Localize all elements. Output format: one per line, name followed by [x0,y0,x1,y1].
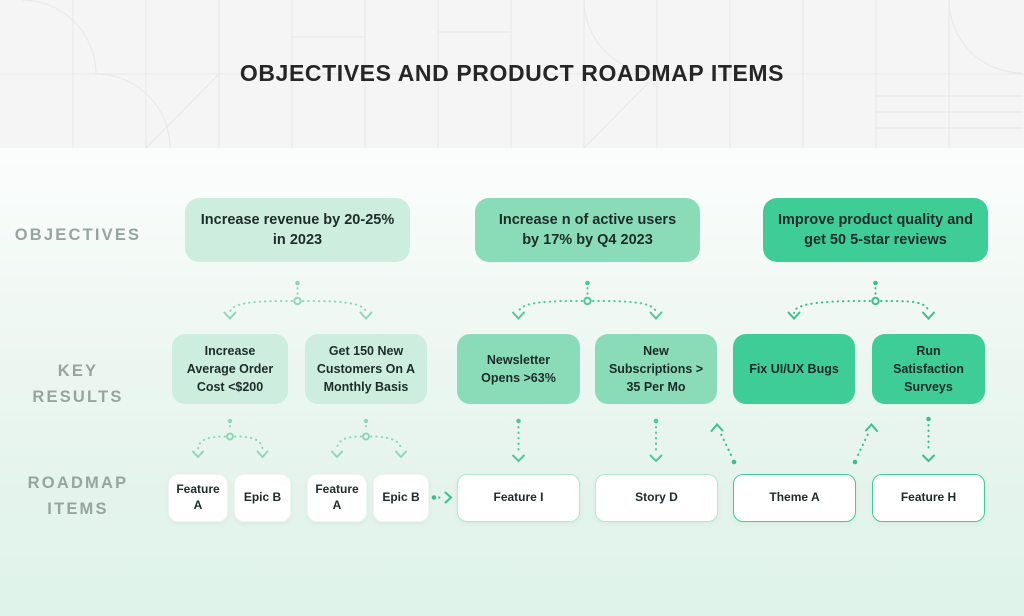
row-label-roadmap-items: ROADMAP ITEMS [27,474,129,518]
key-result-node-4: New Subscriptions > 35 Per Mo [595,334,717,404]
key-result-node-2: Get 150 New Customers On A Monthly Basis [305,334,427,404]
roadmap-node-1: Feature A [168,474,228,522]
roadmap-node-3: Feature A [307,474,367,522]
row-label-key-results: KEY RESULTS [32,362,124,406]
header-band: OBJECTIVES AND PRODUCT ROADMAP ITEMS [0,0,1024,148]
roadmap-node-4: Epic B [373,474,429,522]
roadmap-node-6: Story D [595,474,718,522]
row-label-objectives: OBJECTIVES [14,226,142,244]
page-title: OBJECTIVES AND PRODUCT ROADMAP ITEMS [239,60,785,86]
roadmap-node-8: Feature H [872,474,985,522]
key-result-node-3: Newsletter Opens >63% [457,334,580,404]
roadmap-node-7: Theme A [733,474,856,522]
objective-node-3: Improve product quality and get 50 5-sta… [763,198,988,262]
objective-node-2: Increase n of active users by 17% by Q4 … [475,198,700,262]
roadmap-node-5: Feature I [457,474,580,522]
key-result-node-1: Increase Average Order Cost <$200 [172,334,288,404]
key-result-node-5: Fix UI/UX Bugs [733,334,855,404]
header-pattern [0,0,1024,148]
objective-node-1: Increase revenue by 20-25% in 2023 [185,198,410,262]
key-result-node-6: Run Satisfaction Surveys [872,334,985,404]
roadmap-node-2: Epic B [234,474,291,522]
right-arrow-icon [431,491,453,504]
